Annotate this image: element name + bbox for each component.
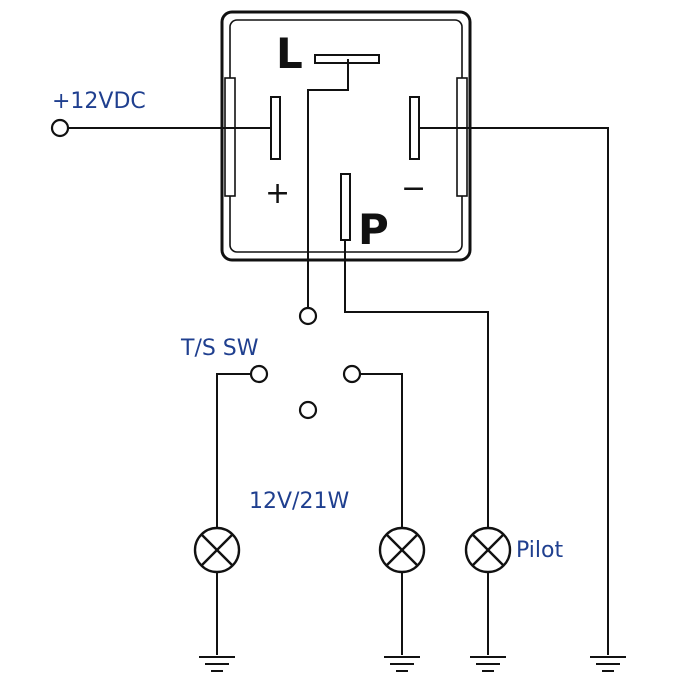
- left-lamp-cross-b: [200, 533, 234, 567]
- lamp-rating-label: 12V/21W: [249, 489, 349, 514]
- switch-common-contact-top: [298, 306, 318, 326]
- right-lamp: [378, 526, 426, 655]
- pin-plus-blade: [270, 96, 281, 160]
- minus-pin-wire: [419, 127, 609, 655]
- p-pin-wire: [344, 240, 489, 528]
- ground-symbol-pilot: [470, 656, 506, 672]
- ground-symbol-relay: [590, 656, 626, 672]
- pin-p-label: P: [358, 205, 389, 254]
- switch-common-contact-bottom: [298, 400, 318, 420]
- right-branch-wire: [360, 373, 403, 528]
- switch-right-contact: [342, 364, 362, 384]
- pin-plus-label: +: [265, 176, 290, 211]
- right-lamp-cross-b: [385, 533, 419, 567]
- pin-l-label: L: [276, 29, 303, 78]
- relay-left-clip: [224, 77, 236, 197]
- pin-minus-label: −: [401, 171, 426, 206]
- pin-p-blade: [340, 173, 351, 241]
- ground-symbol-left: [199, 656, 235, 672]
- left-branch-wire: [216, 373, 251, 528]
- supply-terminal: [50, 118, 70, 138]
- flasher-relay: L P + −: [220, 10, 472, 262]
- l-pin-wire: [307, 59, 349, 307]
- pilot-label: Pilot: [516, 538, 563, 563]
- pilot-lamp-cross-b: [471, 533, 505, 567]
- supply-label: +12VDC: [52, 89, 146, 114]
- switch-left-contact: [249, 364, 269, 384]
- relay-right-clip: [456, 77, 468, 197]
- switch-label: T/S SW: [180, 336, 259, 361]
- pilot-lamp: Pilot: [464, 526, 563, 655]
- ground-symbol-right-lamp: [384, 656, 420, 672]
- turn-signal-switch: T/S SW: [180, 306, 403, 528]
- pin-minus-blade: [409, 96, 420, 160]
- supply-input: +12VDC: [50, 89, 271, 138]
- left-lamp: [193, 526, 241, 655]
